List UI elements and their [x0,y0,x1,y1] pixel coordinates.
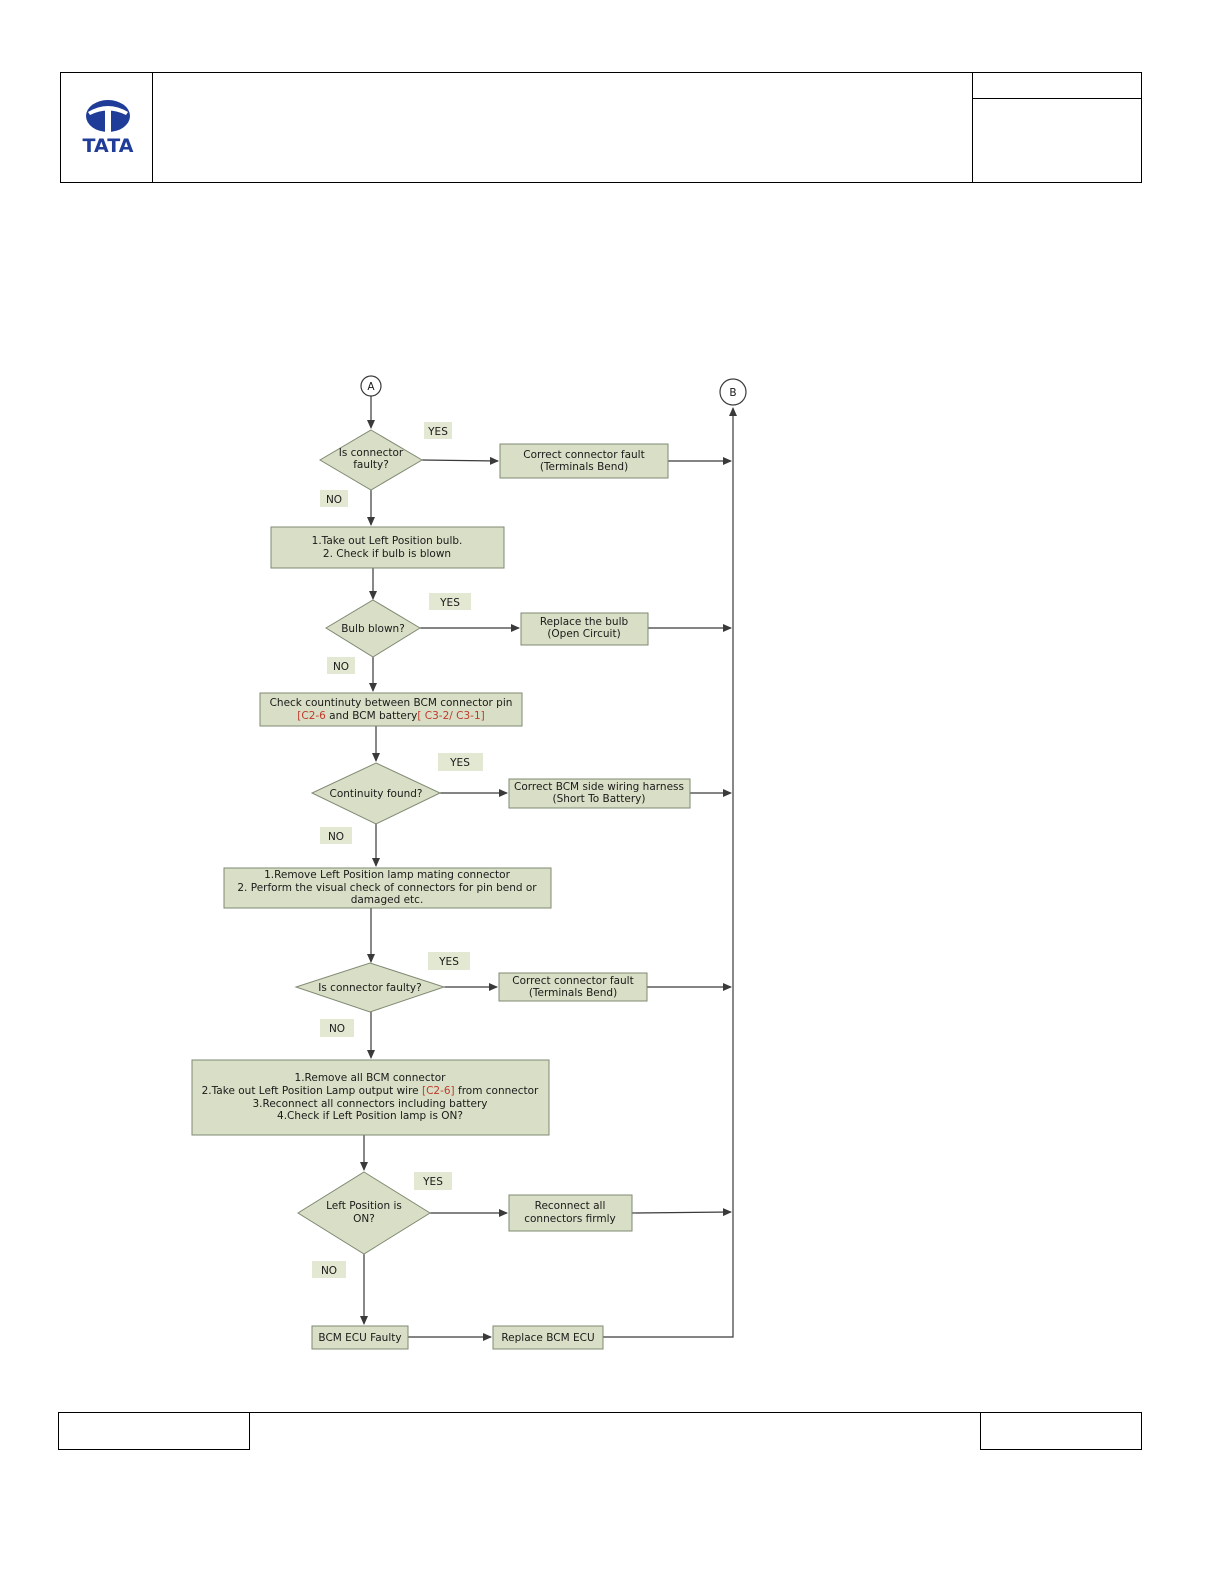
decision-4-line-1: Is connector faulty? [318,982,421,994]
connector-a: A [360,375,382,397]
no-tags: NO NO NO NO NO [312,490,355,1278]
footer-left-cell [58,1412,250,1450]
connector-b-label: B [729,387,736,399]
action-3-line-1: Correct BCM side wiring harness [514,781,684,793]
step-1-line-2: 2. Check if bulb is blown [323,548,451,560]
action-4-line-1: Correct connector fault [512,975,633,987]
step-1-line-1: 1.Take out Left Position bulb. [312,535,463,547]
tata-logo: TATA [83,100,134,157]
step-remove-bcm-connectors: 1.Remove all BCM connector 2.Take out Le… [191,1059,550,1136]
connector-a-label: A [367,381,375,393]
action-replace-bulb: Replace the bulb (Open Circuit) [520,612,649,646]
step-3-line-3: damaged etc. [351,894,424,906]
header-right-top-cell [972,72,1142,99]
no-label-4: NO [329,1023,345,1035]
step-2-pin-b: [ C3-2/ C3-1] [417,710,484,722]
step-4-line-1: 1.Remove all BCM connector [295,1072,447,1084]
action-3-line-2: (Short To Battery) [553,793,646,805]
step-3-line-1: 1.Remove Left Position lamp mating conne… [264,869,510,881]
tata-logo-text: TATA [83,135,134,157]
action-6-line-1: Replace BCM ECU [501,1332,594,1344]
yes-label-3: YES [449,757,470,769]
yes-tags: YES YES YES YES YES [414,422,483,1190]
step-4-line-2-b: from connector [455,1085,539,1097]
decision-1-line-2: faulty? [353,459,389,471]
step-bcm-ecu-faulty: BCM ECU Faulty [311,1325,409,1350]
decision-continuity-found: Continuity found? [310,762,442,825]
step-4-line-2: 2.Take out Left Position Lamp output wir… [202,1085,539,1097]
action-4-line-2: (Terminals Bend) [529,987,617,999]
action-5-line-1: Reconnect all [535,1200,606,1212]
yes-label-5: YES [422,1176,443,1188]
decision-connector-faulty-2: Is connector faulty? [294,962,446,1013]
step-2-mid: and BCM battery [326,710,418,722]
decision-bulb-blown: Bulb blown? [325,599,421,658]
action-reconnect-connectors: Reconnect all connectors firmly [508,1194,633,1232]
step-remove-mating-connector: 1.Remove Left Position lamp mating conne… [223,867,552,909]
action-5-line-2: connectors firmly [524,1213,616,1225]
decision-connector-faulty-1: Is connector faulty? [319,429,423,491]
no-label-2: NO [333,661,349,673]
yes-label-4: YES [438,956,459,968]
decision-5-line-1: Left Position is [326,1200,402,1212]
step-4-line-3: 3.Reconnect all connectors including bat… [253,1098,488,1110]
step-4-line-4: 4.Check if Left Position lamp is ON? [277,1110,463,1122]
action-1-line-2: (Terminals Bend) [540,461,628,473]
step-check-continuity: Check countinuty between BCM connector p… [259,692,523,727]
decision-left-position-on: Left Position is ON? [297,1171,431,1255]
step-3-line-2: 2. Perform the visual check of connector… [237,882,537,894]
step-4-line-2-a: 2.Take out Left Position Lamp output wir… [202,1085,422,1097]
no-label-3: NO [328,831,344,843]
action-correct-connector-fault-1: Correct connector fault (Terminals Bend) [499,443,669,479]
step-4-pin: [C2-6] [422,1085,455,1097]
footer-right-cell [980,1412,1142,1450]
connector-b: B [719,378,747,406]
decision-3-line-1: Continuity found? [329,788,422,800]
action-correct-connector-fault-2: Correct connector fault (Terminals Bend) [498,972,648,1002]
step-2-line-1: Check countinuty between BCM connector p… [270,697,513,709]
step-2-line-2: [C2-6 and BCM battery[ C3-2/ C3-1] [297,710,484,722]
decision-1-line-1: Is connector [339,447,404,459]
action-1-line-1: Correct connector fault [523,449,644,461]
action-2-line-2: (Open Circuit) [547,628,620,640]
action-correct-bcm-wiring: Correct BCM side wiring harness (Short T… [508,778,691,809]
action-2-line-1: Replace the bulb [540,616,629,628]
yes-label-1: YES [427,426,448,438]
step-2-pin-a: [C2-6 [297,710,326,722]
header-logo-cell [60,72,153,183]
footer-middle-line [250,1412,980,1413]
yes-label-2: YES [439,597,460,609]
decision-2-line-1: Bulb blown? [341,623,405,635]
step-5-line-1: BCM ECU Faulty [318,1332,401,1344]
decision-5-line-2: ON? [353,1213,375,1225]
no-label-1: NO [326,494,342,506]
flow-lines [360,396,737,1341]
step-take-out-bulb: 1.Take out Left Position bulb. 2. Check … [270,526,505,569]
action-replace-bcm-ecu: Replace BCM ECU [492,1325,604,1350]
no-label-5: NO [321,1265,337,1277]
